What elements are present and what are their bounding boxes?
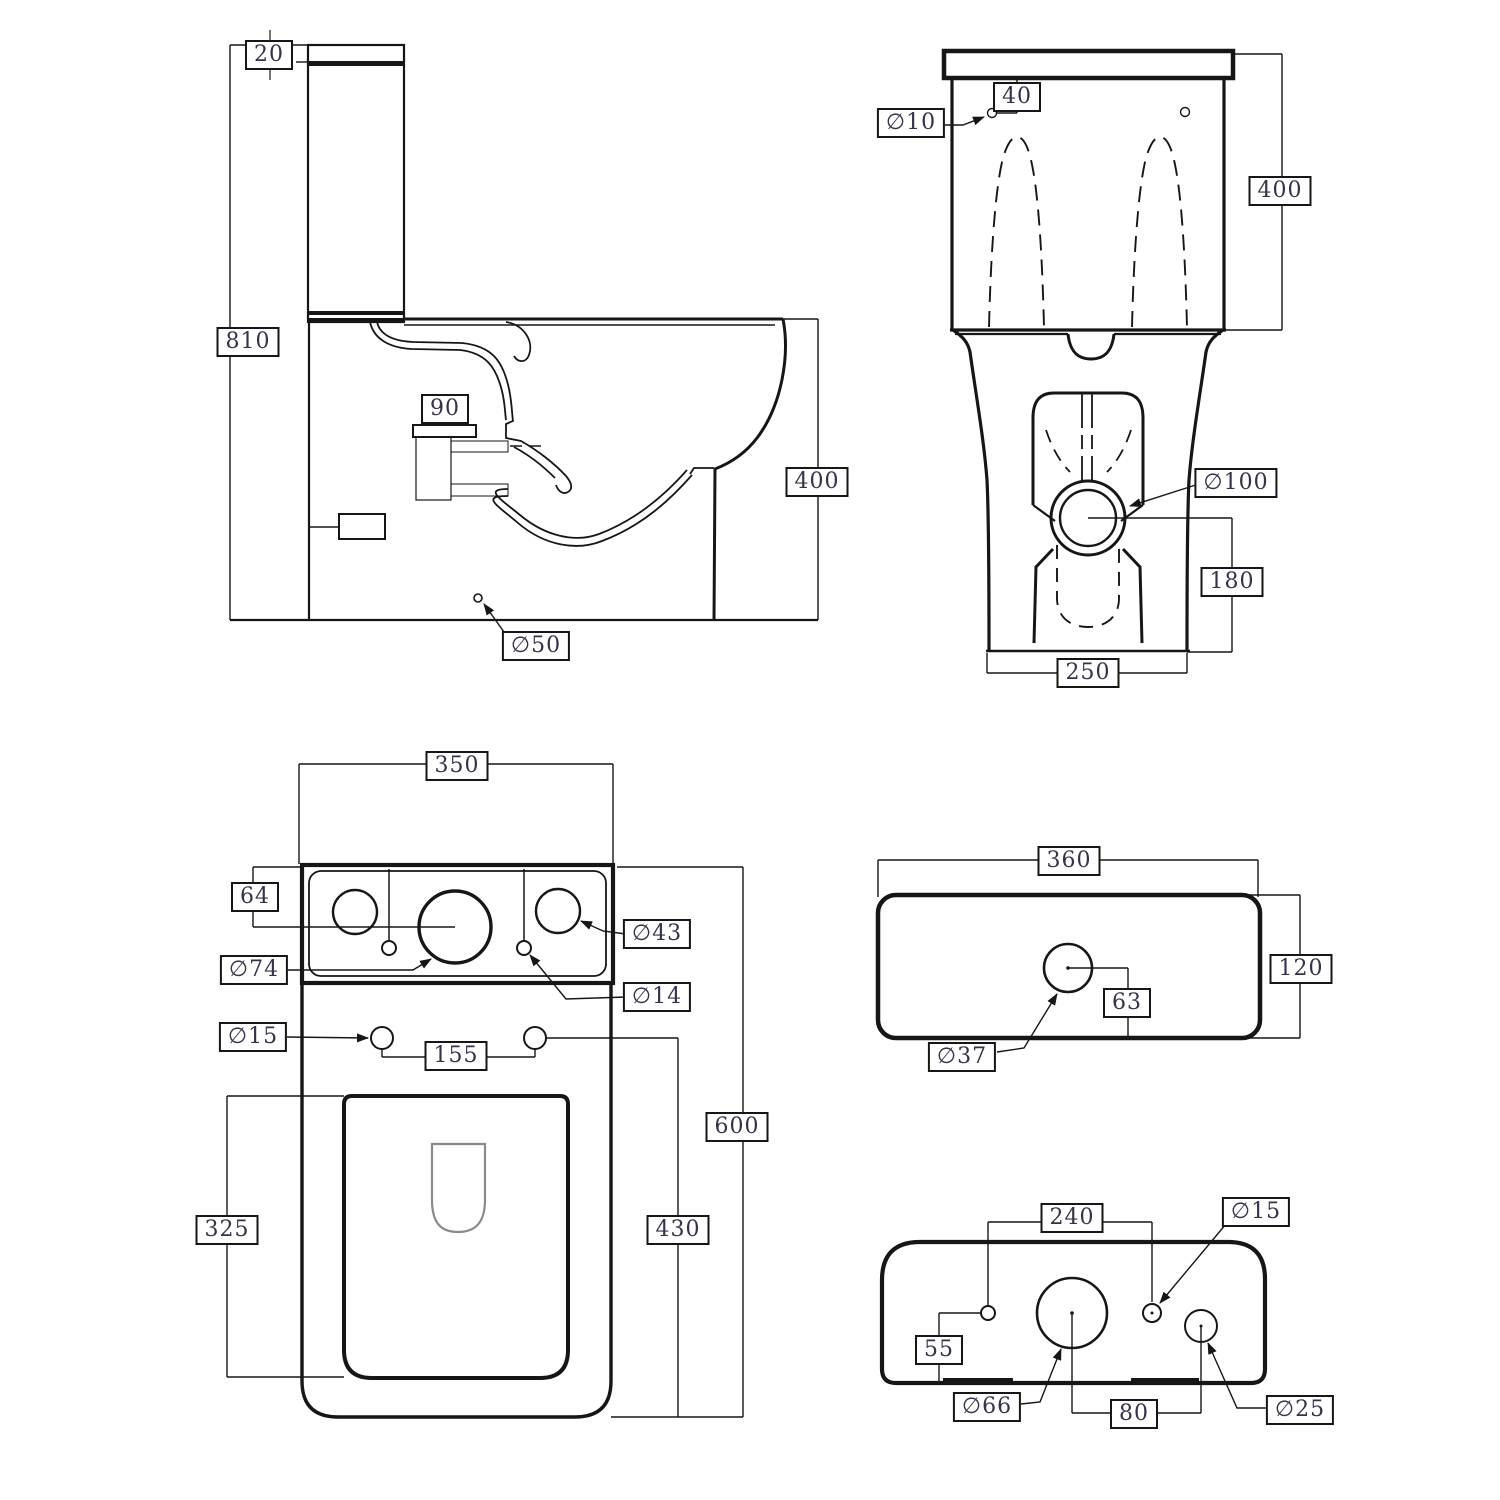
side-dim-overall-height: 810 [216,327,280,357]
top-tank [299,862,616,986]
top-dimension-lines [226,763,744,1418]
top-right-hole-leader [580,920,627,935]
bottom-foot-pad-right [1131,1378,1199,1385]
top-body-outline [300,983,613,1419]
bottom-dim-valve-spacing: 80 [1110,1399,1158,1429]
side-drain-hole [473,593,483,603]
front-dim-hole-dia: ∅10 [876,108,946,138]
front-keyhole-arch [1031,391,1145,505]
lid-button-hole [1042,942,1094,994]
front-hole-leader [937,116,985,126]
front-inner-column-left [988,136,1045,328]
side-bowl-inner-outer-line [492,474,693,547]
side-bowl-profile [230,317,818,622]
side-dim-outlet: 90 [421,394,469,424]
lid-dim-button-offset: 63 [1103,988,1151,1018]
bottom-dim-valve-dia: ∅66 [952,1392,1022,1422]
lid-dim-width: 360 [1037,846,1101,876]
bottom-flush-valve-hole [1035,1276,1109,1350]
tank-bottom-view [879,1221,1268,1414]
bottom-foot-pad-left [943,1378,1013,1385]
side-dim-lid-thickness: 20 [245,40,293,70]
top-dim-bowl-length: 430 [646,1215,710,1245]
top-dim-tank-width: 350 [425,751,489,781]
top-flush-hole-leader [287,958,432,971]
bottom-outline [879,1239,1268,1386]
top-hinge-hole-right [523,1026,547,1050]
top-dim-small-hole: ∅14 [622,982,692,1012]
top-flush-hole [417,889,493,965]
side-bowl-inner-inner-line [494,469,688,539]
lid-dim-button-dia: ∅37 [927,1042,997,1072]
front-center-slot [1081,393,1093,482]
top-dim-overall-length: 600 [705,1112,769,1142]
front-outlet-circle-outer [1049,479,1127,557]
side-view [229,30,819,640]
top-right-hole [534,887,582,935]
bottom-bolt-hole-right [1142,1303,1162,1323]
lid-view [875,859,1301,1053]
front-outlet-leader [1129,482,1203,507]
side-dim-floor-hole: ∅50 [501,631,571,661]
side-fixing-block [338,513,386,540]
side-cistern-lid [308,61,404,66]
top-view [226,763,744,1419]
front-outlet-circle-inner [1058,488,1118,548]
front-right-hole [1179,106,1191,118]
top-small-hole-leader [529,954,627,1000]
front-dim-base-width: 250 [1056,658,1120,688]
front-trap-dashed [1056,545,1120,628]
front-cistern [937,48,1236,332]
bottom-inlet-leader [1207,1342,1267,1409]
side-outlet-hatch [415,436,452,501]
top-flush-slot [430,1142,487,1234]
lid-dimension-lines [877,859,1301,1039]
top-dim-hinge-spacing: 155 [424,1041,488,1071]
lid-button-leader [996,993,1058,1053]
bottom-dim-bolt-dia: ∅15 [1221,1197,1291,1227]
top-dim-flush-hole: ∅74 [219,955,289,985]
front-dim-tank-height: 400 [1248,176,1312,206]
bottom-valve-leader [1020,1348,1062,1405]
front-pedestal [952,328,1224,653]
bottom-inlet-hole [1184,1309,1218,1343]
front-dim-hole-offset: 40 [993,82,1041,112]
top-seat-outline [342,1094,570,1380]
lid-dim-depth: 120 [1269,954,1333,984]
top-dim-hinge-hole: ∅15 [218,1022,288,1052]
side-outlet-spigot [412,424,548,501]
side-dim-bowl-height: 400 [785,467,849,497]
front-left-hole [986,107,998,119]
front-inner-column-right [1131,136,1188,328]
top-dim-seat-length: 325 [195,1215,259,1245]
top-hinge-hole-leader [286,1033,369,1043]
front-dim-outlet-dia: ∅100 [1194,468,1278,498]
side-flush-channel [369,321,573,494]
bottom-bolt-hole-left [980,1305,996,1321]
top-left-hole [331,888,379,936]
front-dim-outlet-height: 180 [1200,567,1264,597]
bottom-dim-inlet-dia: ∅25 [1265,1395,1335,1425]
bottom-bolt-leader [1159,1223,1227,1304]
top-leaders [286,920,627,1043]
top-small-hole-left [381,940,397,956]
side-cistern [306,43,406,324]
lid-outline [875,892,1263,1041]
top-dim-hole-offset: 64 [231,882,279,912]
bottom-dim-edge-offset: 55 [915,1335,963,1365]
front-lid [941,48,1236,81]
top-small-hole-right [516,940,532,956]
top-dim-corner-hole: ∅43 [622,919,692,949]
bottom-dim-bolt-spacing: 240 [1040,1203,1104,1233]
top-hinge-hole-left [370,1026,394,1050]
